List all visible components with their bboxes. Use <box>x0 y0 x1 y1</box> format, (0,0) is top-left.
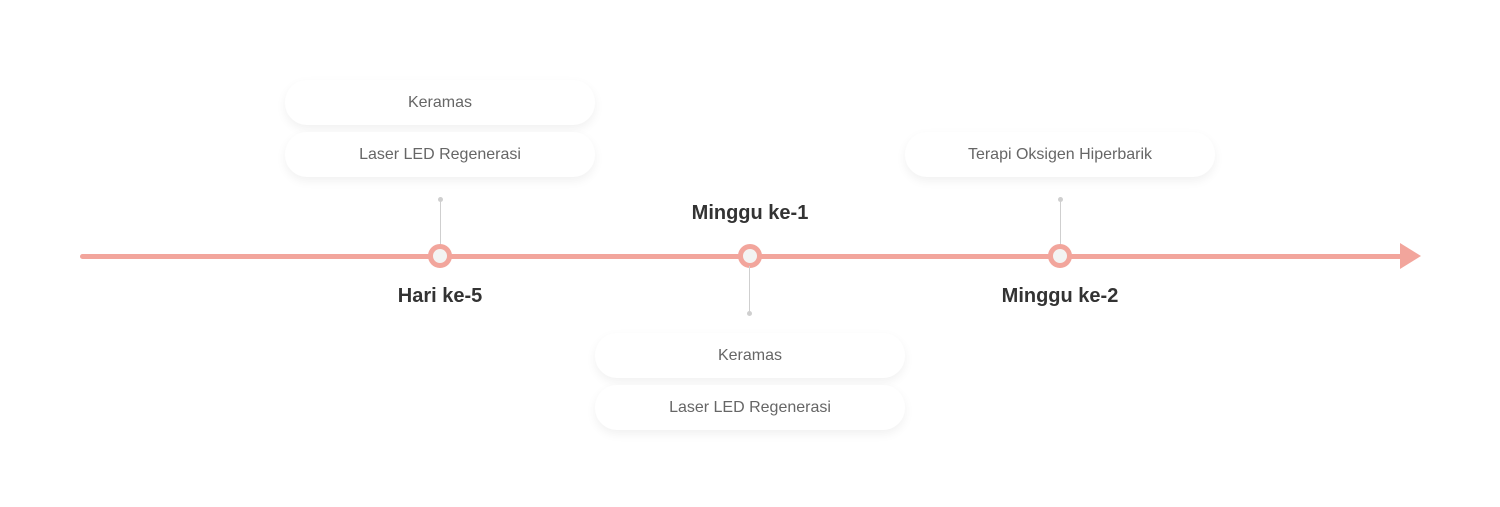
treatment-card: Keramas <box>285 80 595 125</box>
milestone-label: Minggu ke-2 <box>1001 285 1119 307</box>
connector-dot <box>747 311 752 316</box>
treatment-card: Terapi Oksigen Hiperbarik <box>905 132 1215 177</box>
milestone-node <box>428 244 452 268</box>
treatment-card: Keramas <box>595 333 905 378</box>
arrow-head-icon <box>1400 243 1421 269</box>
treatment-card: Laser LED Regenerasi <box>595 385 905 430</box>
milestone-label: Minggu ke-1 <box>691 202 809 224</box>
connector-line <box>749 266 750 312</box>
connector-line <box>440 200 441 246</box>
connector-dot <box>1058 197 1063 202</box>
milestone-node <box>738 244 762 268</box>
milestone-label: Hari ke-5 <box>397 285 483 307</box>
milestone-node <box>1048 244 1072 268</box>
connector-dot <box>438 197 443 202</box>
treatment-card: Laser LED Regenerasi <box>285 132 595 177</box>
connector-line <box>1060 200 1061 246</box>
